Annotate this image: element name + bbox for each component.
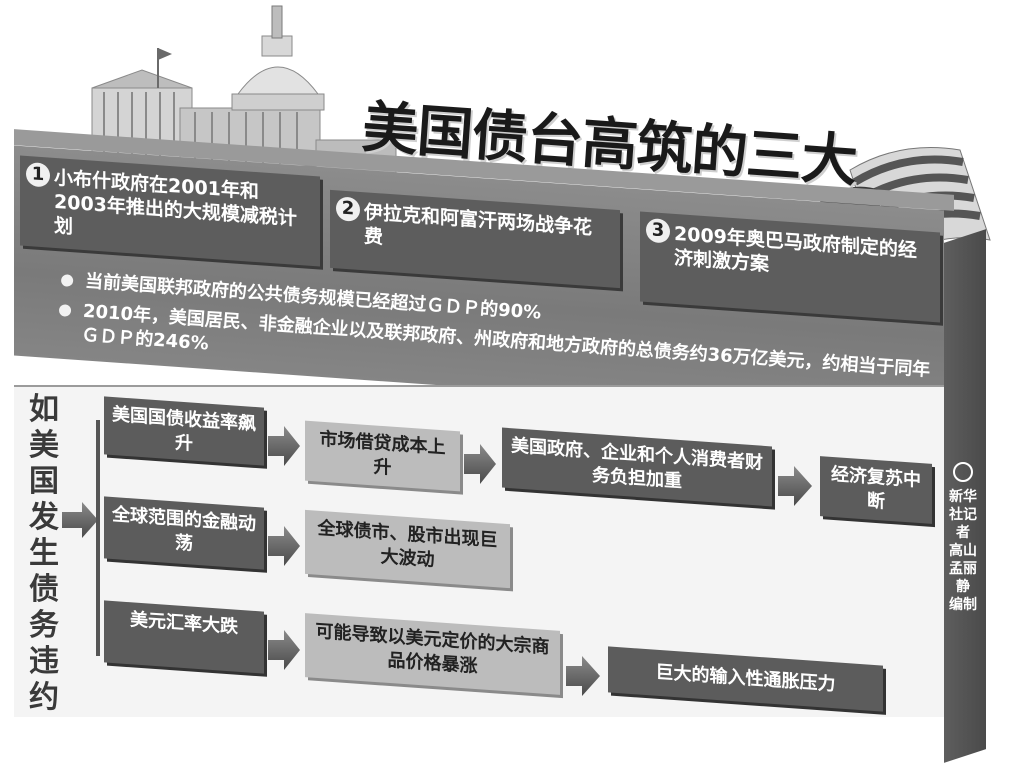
branch-line [96, 420, 100, 656]
flow-row3-cause: 美元汇率大跌 [104, 600, 264, 674]
xinhua-logo-icon [953, 462, 973, 482]
arrow-right-icon [268, 426, 300, 466]
arrow-right-icon [464, 444, 496, 484]
flow-row2-cause: 全球范围的金融动荡 [104, 496, 264, 570]
scenario-label: 如美国发生债务违约 [29, 392, 59, 715]
arrow-right-icon [778, 466, 812, 506]
flow-row1-cause: 美国国债收益率飙升 [104, 396, 264, 466]
arrow-right-icon [62, 502, 98, 538]
flow-row1-step2: 市场借贷成本上升 [305, 420, 460, 492]
credit-text: 新华社记者 高山 孟丽静 编制 [949, 489, 977, 613]
arrow-right-icon [268, 630, 300, 670]
arrow-right-icon [566, 656, 600, 696]
arrow-right-icon [268, 526, 300, 566]
flow-row1-step4: 经济复苏中断 [820, 456, 932, 524]
credit: 新华社记者 高山 孟丽静 编制 [948, 462, 978, 614]
